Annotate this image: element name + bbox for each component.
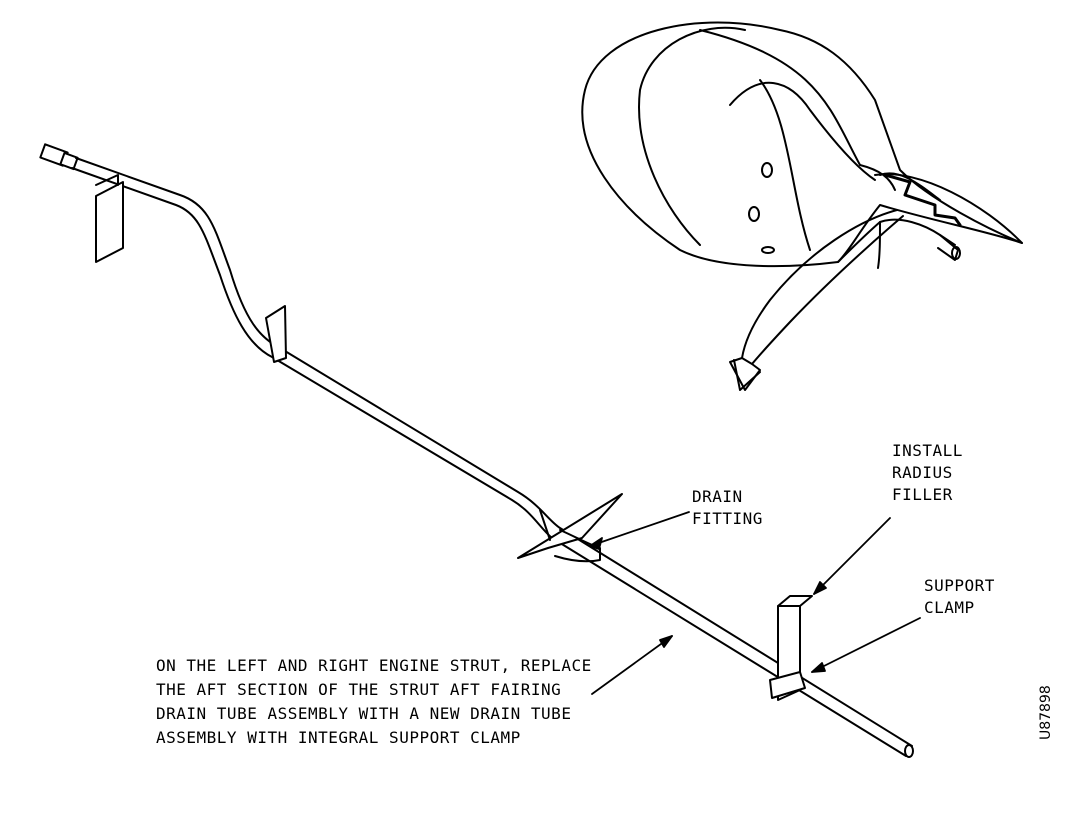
support-clamp-label-line1: SUPPORT — [924, 576, 995, 595]
drain-tube — [39, 143, 914, 758]
radius-filler-label-line1: INSTALL — [892, 441, 963, 460]
radius-filler-label-line3: FILLER — [892, 485, 953, 504]
engine-nacelle — [581, 21, 1023, 391]
instruction-note: ON THE LEFT AND RIGHT ENGINE STRUT, REPL… — [156, 654, 592, 750]
instruction-note-line2: THE AFT SECTION OF THE STRUT AFT FAIRING — [156, 680, 562, 699]
figure-id: U87898 — [1038, 685, 1054, 740]
instruction-note-line3: DRAIN TUBE ASSEMBLY WITH A NEW DRAIN TUB… — [156, 704, 572, 723]
instruction-note-line1: ON THE LEFT AND RIGHT ENGINE STRUT, REPL… — [156, 656, 592, 675]
drain-fitting-label: DRAIN FITTING — [692, 486, 763, 530]
drain-fitting-label-line2: FITTING — [692, 509, 763, 528]
drain-fitting-label-line1: DRAIN — [692, 487, 743, 506]
support-clamp-label: SUPPORT CLAMP — [924, 575, 995, 619]
leader-lines — [589, 511, 921, 695]
instruction-note-line4: ASSEMBLY WITH INTEGRAL SUPPORT CLAMP — [156, 728, 521, 747]
radius-filler-label: INSTALL RADIUS FILLER — [892, 440, 963, 506]
support-clamp-label-line2: CLAMP — [924, 598, 975, 617]
radius-filler-label-line2: RADIUS — [892, 463, 953, 482]
